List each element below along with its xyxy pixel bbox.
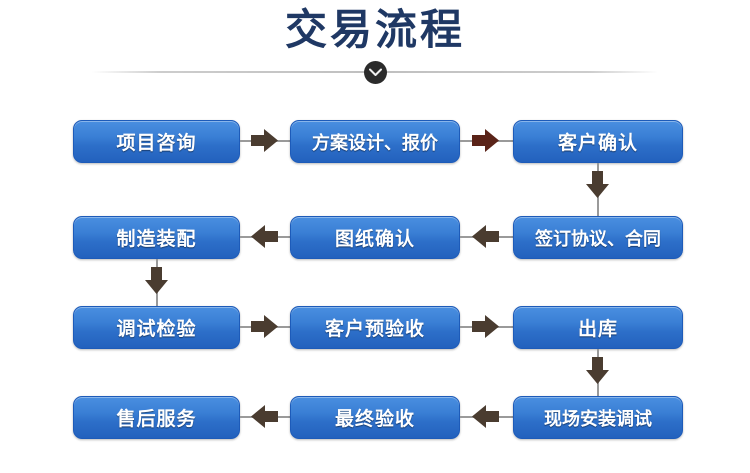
flow-node-customer-pre-acceptance[interactable]: 客户预验收 (290, 306, 460, 349)
flow-node-customer-confirmation[interactable]: 客户确认 (513, 120, 683, 163)
flow-node-sign-agreement-contract[interactable]: 签订协议、合同 (513, 216, 683, 259)
page-title: 交易流程 (284, 5, 465, 54)
page-header: 交易流程 (0, 0, 750, 95)
flow-node-label: 客户确认 (557, 132, 638, 154)
chevron-down-icon (364, 61, 387, 84)
flow-node-label: 签订协议、合同 (535, 228, 661, 250)
flow-node-scheme-design-quote[interactable]: 方案设计、报价 (290, 120, 460, 163)
flow-node-label: 方案设计、报价 (312, 132, 438, 154)
flow-node-label: 制造装配 (116, 228, 197, 250)
flow-node-manufacturing-assembly[interactable]: 制造装配 (73, 216, 240, 259)
flow-node-project-consultation[interactable]: 项目咨询 (73, 120, 240, 163)
flow-node-debug-inspection[interactable]: 调试检验 (73, 306, 240, 349)
flow-node-label: 客户预验收 (324, 318, 425, 340)
flow-node-label: 图纸确认 (334, 228, 415, 250)
flow-node-drawing-confirmation[interactable]: 图纸确认 (290, 216, 460, 259)
flow-node-label: 出库 (577, 318, 618, 340)
flow-node-label: 项目咨询 (116, 132, 197, 154)
process-flow: 项目咨询 方案设计、报价 客户确认 制造装配 (0, 95, 750, 473)
flow-node-onsite-installation-debug[interactable]: 现场安装调试 (513, 396, 683, 439)
flow-node-final-acceptance[interactable]: 最终验收 (290, 396, 460, 439)
flow-node-label: 最终验收 (334, 408, 415, 430)
flow-node-outbound-delivery[interactable]: 出库 (513, 306, 683, 349)
flow-node-after-sales-service[interactable]: 售后服务 (73, 396, 240, 439)
flow-node-label: 售后服务 (116, 408, 197, 430)
flow-node-label: 现场安装调试 (544, 408, 652, 430)
flow-node-label: 调试检验 (116, 318, 197, 340)
